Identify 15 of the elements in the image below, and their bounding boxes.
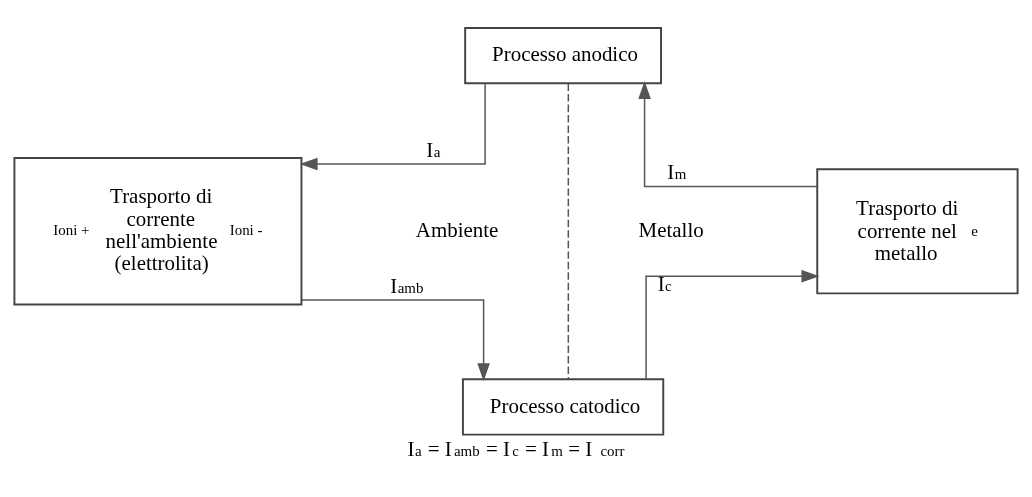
node-box: Processo catodico — [461, 378, 665, 436]
arrow — [299, 82, 486, 171]
edge-label: Iamb — [390, 273, 424, 298]
label: Ambiente — [415, 217, 499, 242]
edge-label: Im — [667, 160, 687, 185]
caption: Ia = Iamb = Ic = Im = I corr — [407, 436, 625, 461]
edge-label: Ic — [657, 272, 672, 297]
edge-label: Ia — [426, 137, 441, 162]
node-box: Trasporto di corrente nel metallo e — [816, 168, 1019, 295]
arrow — [645, 269, 820, 380]
arrow — [301, 299, 490, 382]
label: Metallo — [638, 217, 704, 242]
connector — [567, 83, 570, 380]
arrow — [638, 81, 818, 188]
node-box: Processo anodico — [464, 27, 662, 85]
